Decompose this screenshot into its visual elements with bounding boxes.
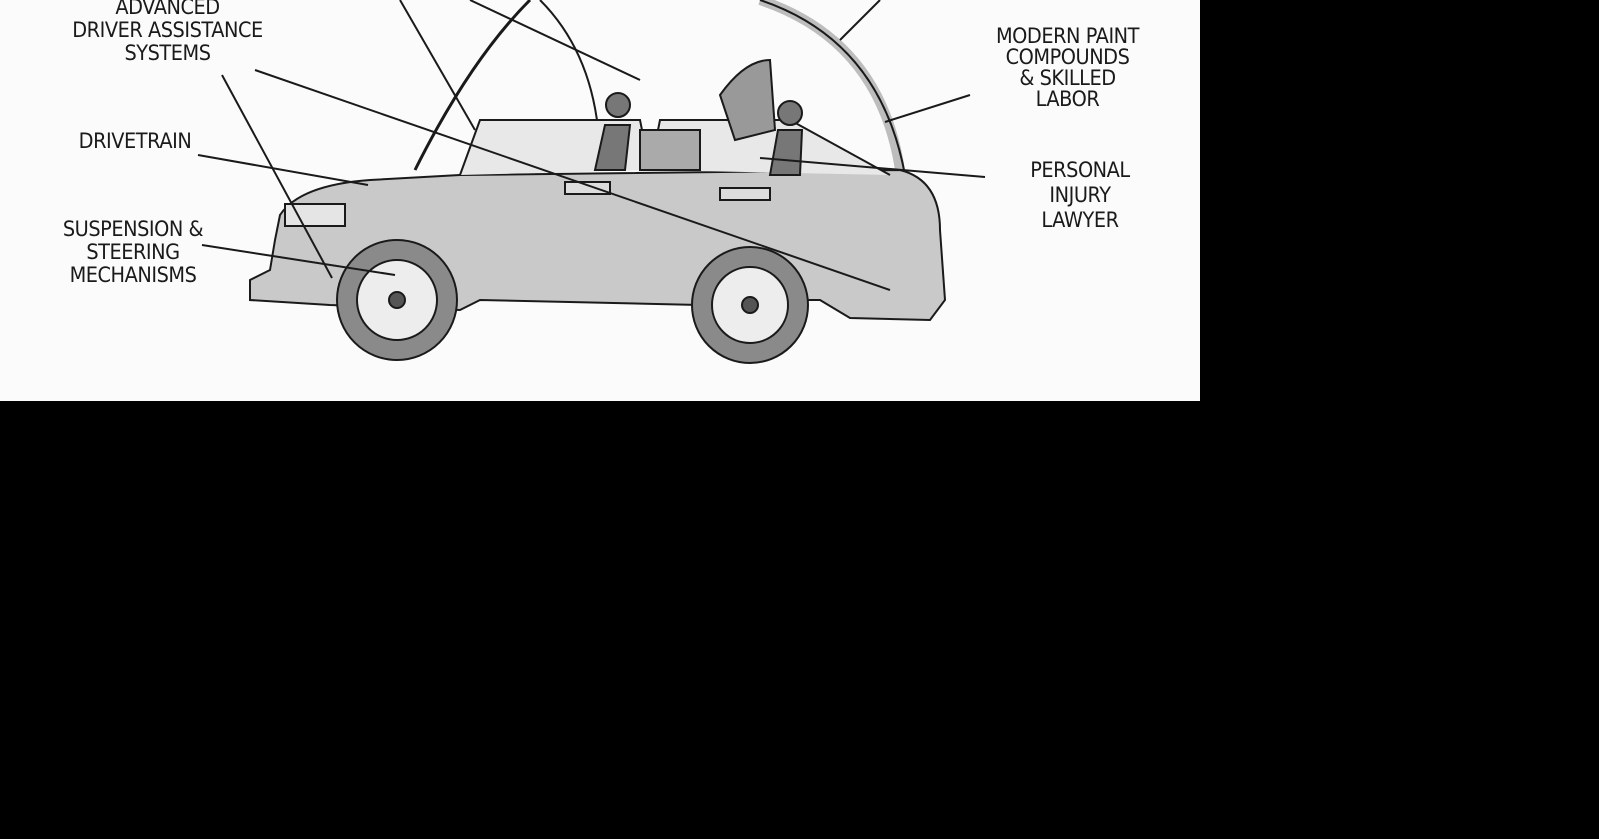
label-line: LABOR bbox=[1035, 87, 1100, 111]
label-line: COMPOUNDS bbox=[1005, 45, 1130, 69]
label-line: & SKILLED bbox=[1019, 66, 1116, 90]
car-drawing bbox=[197, 0, 986, 364]
label-adas: ADVANCED DRIVER ASSISTANCE SYSTEMS bbox=[41, 0, 294, 65]
label-line: STEERING bbox=[86, 240, 180, 264]
label-line: LAWYER bbox=[1041, 208, 1119, 232]
label-lawyer: PERSONAL INJURY LAWYER bbox=[1011, 158, 1149, 233]
label-line: MECHANISMS bbox=[69, 263, 197, 287]
cartoon-image: ADVANCED DRIVER ASSISTANCE SYSTEMS DRIVE… bbox=[0, 0, 1200, 401]
label-line: DRIVER ASSISTANCE bbox=[72, 18, 263, 42]
label-suspension: SUSPENSION & STEERING MECHANISMS bbox=[36, 218, 229, 287]
label-paint: MODERN PAINT COMPOUNDS & SKILLED LABOR bbox=[969, 26, 1167, 110]
label-line: ADVANCED bbox=[115, 0, 220, 19]
label-line: SYSTEMS bbox=[124, 41, 211, 65]
label-line: SUSPENSION & bbox=[62, 217, 204, 241]
label-drivetrain: DRIVETRAIN bbox=[78, 129, 192, 153]
label-line: INJURY bbox=[1049, 183, 1111, 207]
label-line: MODERN PAINT bbox=[995, 24, 1140, 48]
label-line: PERSONAL bbox=[1030, 158, 1130, 182]
